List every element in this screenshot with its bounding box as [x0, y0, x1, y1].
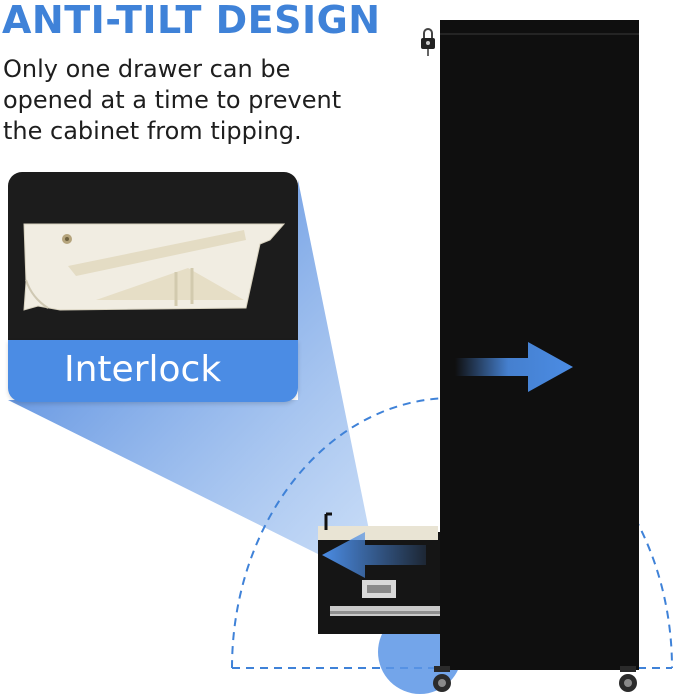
headline: ANTI-TILT DESIGN: [2, 0, 381, 42]
interlock-label-banner: Interlock: [8, 340, 298, 402]
interlock-part-image: [23, 223, 286, 311]
cabinet-body: [440, 20, 639, 670]
description-line: the cabinet from tipping.: [3, 117, 302, 145]
arrow-left-icon: [322, 532, 426, 578]
arrow-right-icon: [455, 342, 573, 392]
description-line: Only one drawer can be: [3, 55, 291, 83]
interlock-label: Interlock: [64, 349, 222, 390]
caster-right: [619, 666, 637, 692]
description-line: opened at a time to prevent: [3, 86, 342, 114]
lock-icon: [421, 28, 435, 56]
open-drawer: [318, 512, 442, 634]
description: Only one drawer can be opened at a time …: [3, 54, 403, 147]
magnifier-beam: [8, 180, 370, 560]
interlock-callout: [8, 172, 298, 356]
caster-left: [433, 666, 451, 692]
